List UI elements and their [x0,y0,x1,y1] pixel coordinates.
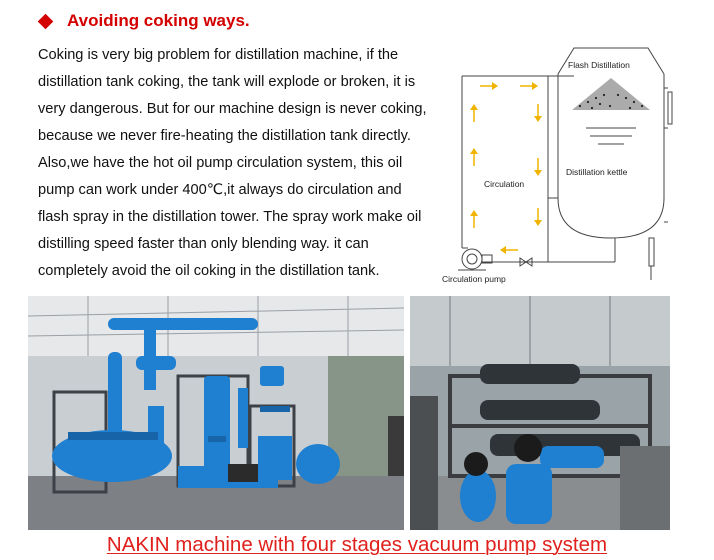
paragraph-line: Coking is very big problem for distillat… [38,47,399,63]
flash-distillation-label: Flash Distillation [568,60,630,70]
circulation-label: Circulation [484,179,524,189]
distillation-kettle-label: Distillation kettle [566,167,628,177]
description-paragraph: Coking is very big problem for distillat… [38,42,430,285]
diamond-bullet-icon [37,13,54,29]
machine-photo-right [410,296,670,530]
circulation-diagram: Flash Distillation Distillation kettle C… [440,40,702,292]
paragraph-line: very dangerous. But for our machine desi… [38,101,427,117]
paragraph-line: Also,we have the hot oil pump circulatio… [38,155,403,171]
paragraph-line: distilling speed faster than only blendi… [38,236,369,252]
section-heading: Avoiding coking ways. [37,8,250,34]
paragraph-line: completely avoid the oil coking in the d… [38,263,380,279]
paragraph-line: pump can work under 400℃,it always do ci… [38,182,402,198]
photo-caption: NAKIN machine with four stages vacuum pu… [106,533,608,556]
heading-title: Avoiding coking ways. [67,11,250,30]
machine-photo-left [28,296,404,530]
paragraph-line: flash spray in the distillation tower. T… [38,209,422,225]
paragraph-line: because we never fire-heating the distil… [38,128,411,144]
paragraph-line: distillation tank coking, the tank will … [38,74,416,90]
circulation-pump-label: Circulation pump [442,274,506,284]
